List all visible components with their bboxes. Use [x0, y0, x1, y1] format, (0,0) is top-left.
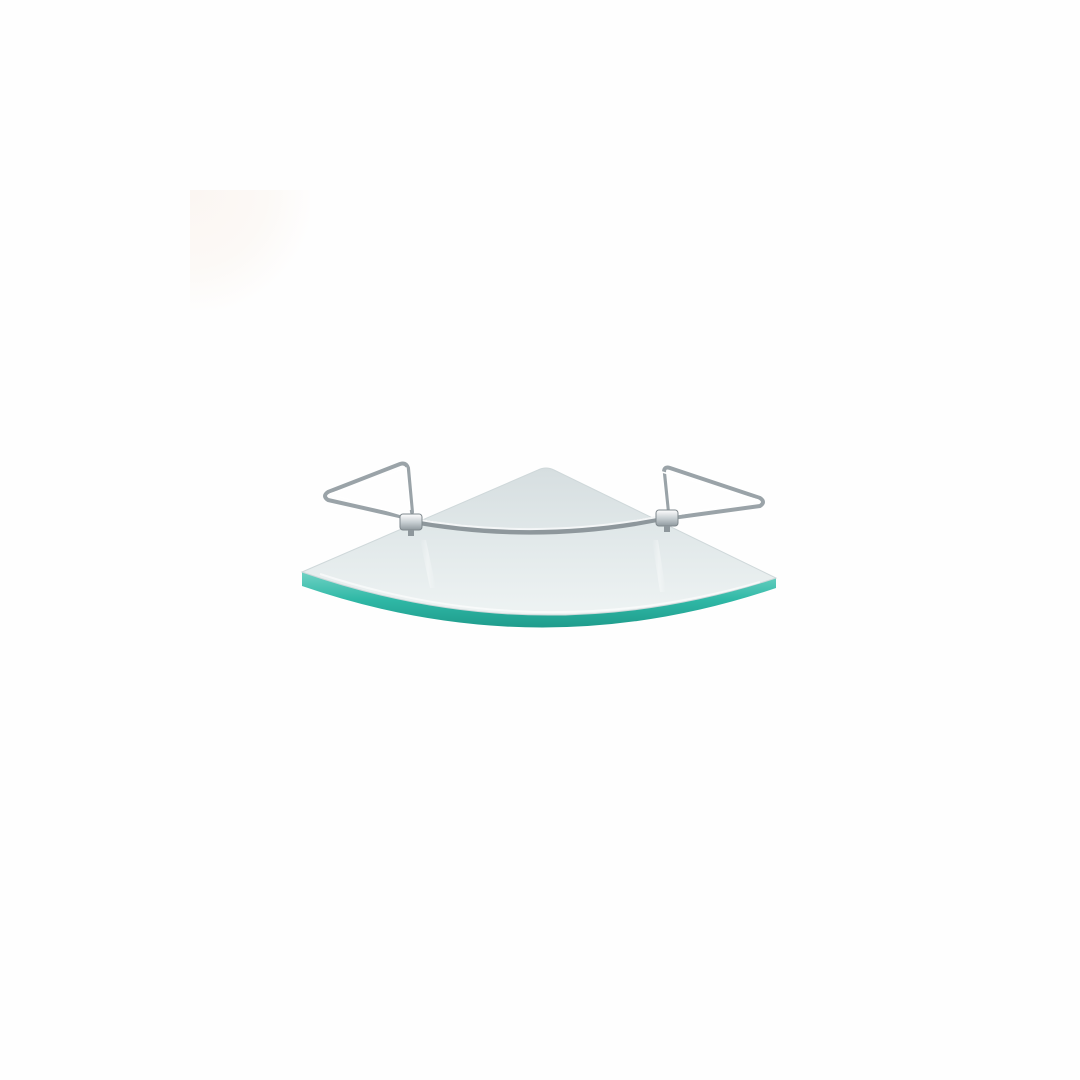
glass-shelf-edge	[302, 572, 776, 628]
mounting-clip-left	[399, 513, 423, 531]
chrome-bracket-right	[662, 465, 765, 520]
chrome-bracket-left-highlight	[329, 467, 411, 517]
background-corner-shadow	[190, 190, 310, 310]
glass-shelf-top	[300, 467, 778, 616]
chrome-bracket-left	[323, 461, 414, 520]
mounting-screw-left	[408, 530, 414, 536]
chrome-rail-front	[405, 513, 675, 535]
chrome-bracket-right-highlight	[661, 471, 759, 517]
glass-highlight	[319, 573, 761, 614]
chrome-rail-front-highlight	[407, 513, 673, 531]
glass-reflection	[420, 540, 436, 588]
mounting-screw-right	[664, 526, 670, 532]
mounting-clip-right	[655, 509, 679, 527]
glass-reflection	[652, 540, 666, 592]
